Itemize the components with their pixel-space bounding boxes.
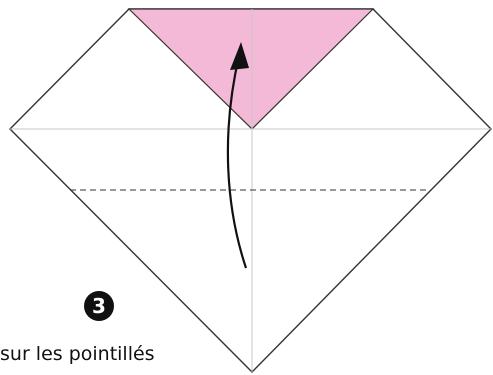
step-number-badge: 3 [84, 291, 114, 321]
pink-flap [127, 8, 375, 130]
fold-arrow [226, 55, 248, 269]
fold-arrow-head [230, 42, 249, 70]
instruction-caption: sur les pointillés [0, 343, 155, 365]
